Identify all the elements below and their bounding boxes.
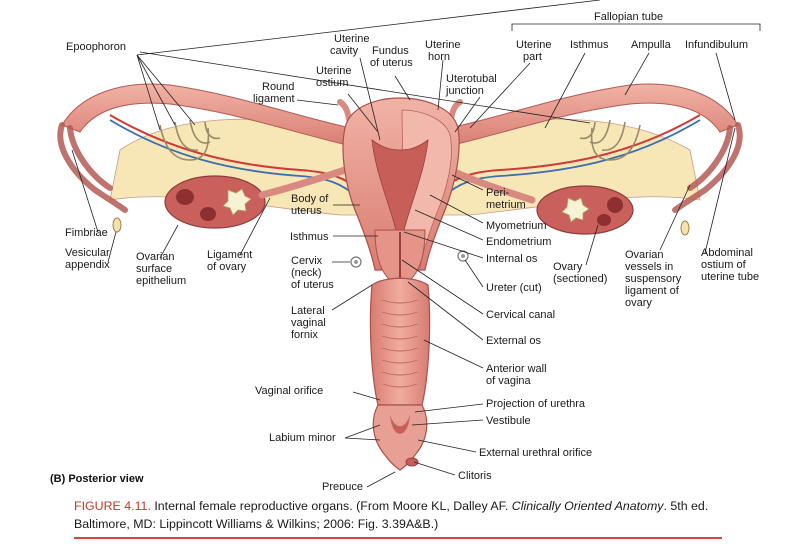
label-cervical-canal: Cervical canal: [486, 309, 555, 321]
label-fimbriae: Fimbriae: [65, 227, 108, 239]
labia-minora: [372, 404, 428, 471]
caption-text-1: Internal female reproductive organs. (Fr…: [150, 499, 512, 513]
label-cervix: Cervix(neck)of uterus: [291, 255, 334, 291]
caption-rule: [74, 537, 722, 539]
epoophoron-left: [159, 119, 221, 161]
label-ampulla: Ampulla: [631, 39, 672, 51]
ovarian-vein-left: [109, 119, 357, 197]
ovary-left: [164, 175, 266, 229]
vesicular-appendix-left: [112, 217, 122, 233]
vagina: [369, 277, 431, 406]
label-clitoris: Clitoris: [458, 470, 492, 482]
label-isthmus-tube: Isthmus: [570, 39, 609, 51]
label-prepuce: Prepuce: [322, 481, 363, 490]
label-vaginal-orifice: Vaginal orifice: [255, 385, 323, 397]
label-epoophoron: Epoophoron: [66, 41, 126, 53]
label-infundibulum: Infundibulum: [685, 39, 748, 51]
label-vestibule: Vestibule: [486, 415, 531, 427]
figure-number: FIGURE 4.11.: [74, 499, 151, 513]
label-external-urethral: External urethral orifice: [479, 447, 592, 459]
caption-text-2: . 5th ed. Baltimore, MD: Lippincott Will…: [74, 499, 709, 531]
epoophoron-right: [579, 119, 641, 161]
clitoris: [405, 457, 419, 467]
ovarian-vein-right: [443, 119, 701, 197]
label-ovary-sectioned: Ovary(sectioned): [553, 261, 607, 285]
label-projection-urethra: Projection of urethra: [486, 398, 586, 410]
fimbriae-right: [672, 122, 743, 213]
fimbriae-left: [57, 122, 128, 213]
uterine-cavity: [371, 139, 429, 231]
ovarian-artery-left: [109, 114, 361, 191]
label-perimetrium: Peri-metrium: [486, 187, 526, 211]
vaginal-rugae: [381, 299, 419, 388]
label-external-os: External os: [486, 335, 542, 347]
caption-book-title: Clinically Oriented Anatomy: [511, 499, 664, 513]
label-endometrium: Endometrium: [486, 236, 551, 248]
vestibule: [390, 415, 410, 434]
figure-caption: FIGURE 4.11. Internal female reproductiv…: [74, 497, 754, 533]
label-isthmus-uterus: Isthmus: [290, 231, 329, 243]
label-ureter: Ureter (cut): [486, 282, 542, 294]
label-fallopian-tube: Fallopian tube: [594, 11, 663, 23]
label-internal-os: Internal os: [486, 253, 538, 265]
leader-lines: [71, 0, 761, 488]
vesicular-appendix-right: [680, 220, 690, 236]
view-label: (B) Posterior view: [50, 473, 144, 485]
label-labium-minor: Labium minor: [269, 432, 336, 444]
label-myometrium: Myometrium: [486, 220, 547, 232]
